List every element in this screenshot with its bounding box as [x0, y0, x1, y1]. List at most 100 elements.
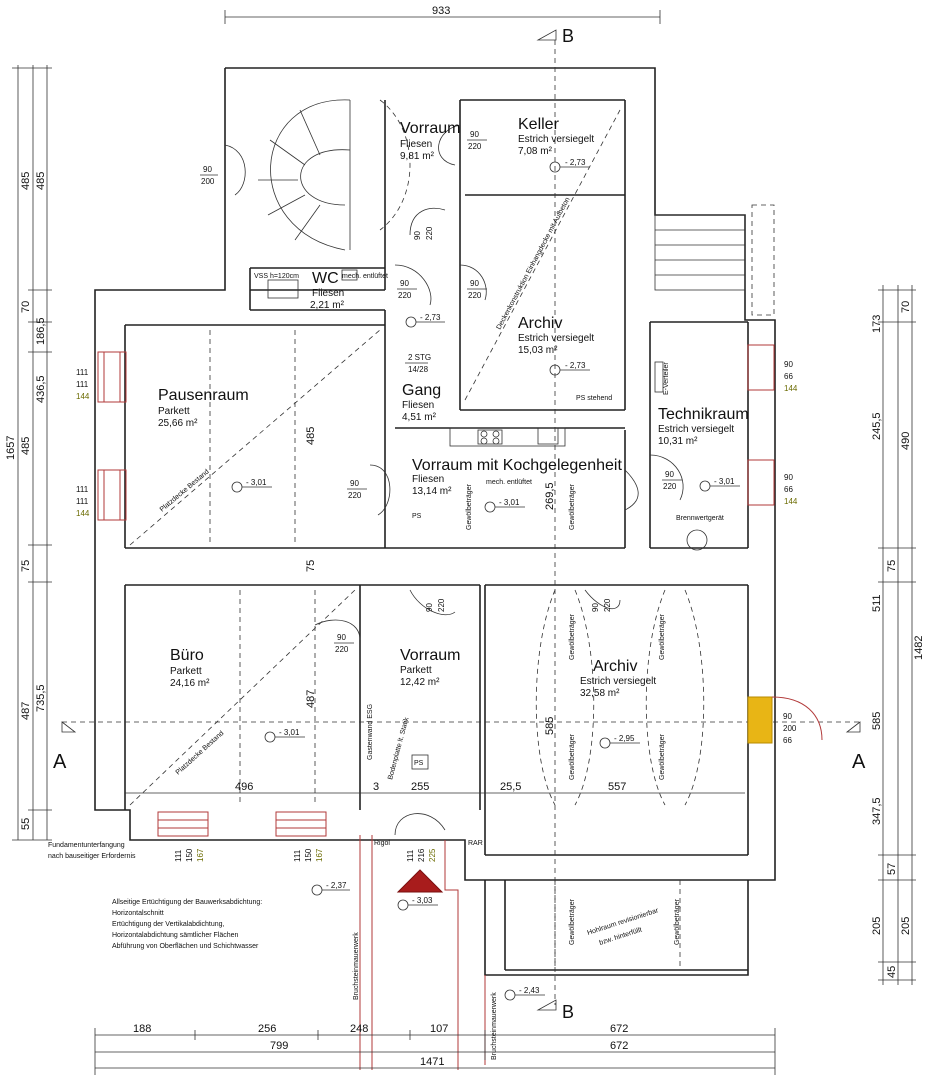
room-floor: Estrich versiegelt: [518, 333, 594, 344]
brennwert-label: Brennwertgerät: [676, 515, 724, 522]
dim-557: 557: [608, 781, 626, 793]
windows: [97, 344, 823, 1070]
dim-left-a1: 485: [35, 172, 47, 190]
room-floor: Estrich versiegelt: [518, 134, 594, 145]
room-vorraum-koch: Vorraum mit Kochgelegenheit Fliesen 13,1…: [412, 457, 622, 497]
svg-text:Ertüchtigung der Vertikalabdic: Ertüchtigung der Vertikalabdichtung,: [112, 921, 225, 928]
right-dimensions: [878, 285, 916, 985]
dim-left-b4: 75: [20, 560, 32, 572]
svg-text:90: 90: [665, 470, 674, 479]
room-floor: Fliesen: [412, 474, 444, 485]
dim-right-outer: 1482: [913, 636, 925, 660]
room-name: Gang: [402, 382, 441, 399]
dim-right-8: 57: [886, 863, 898, 875]
dim-left-a0: 485: [20, 172, 32, 190]
svg-text:90: 90: [784, 360, 793, 369]
everteiler-label: E-Verteiler: [663, 362, 670, 395]
room-area: 9,81 m²: [400, 151, 435, 162]
svg-text:200: 200: [783, 724, 797, 733]
bruchstein-label-1: Bruchsteinmauerwerk: [353, 932, 360, 1000]
room-floor: Parkett: [158, 406, 190, 417]
dim-585: 585: [544, 717, 556, 735]
dim-right-5: 511: [871, 594, 883, 612]
room-name: WC: [312, 270, 339, 287]
dim-485: 485: [305, 427, 317, 445]
room-name: Vorraum mit Kochgelegenheit: [412, 457, 622, 474]
level-markers: - 2,73 - 2,73 - 2,73 - 3,01 - 3,01 - 3,0…: [231, 158, 740, 1001]
dim-right-1: 173: [871, 315, 883, 333]
room-vorraum-top: Vorraum Fliesen 9,81 m²: [400, 120, 460, 162]
sealing-note: Allseitige Ertüchtigung der Bauwerksabdi…: [112, 899, 262, 950]
room-area: 10,31 m²: [658, 436, 698, 447]
dim-487: 487: [305, 690, 317, 708]
level-marker: - 3,01: [699, 477, 740, 492]
svg-text:90: 90: [470, 279, 479, 288]
left-dimensions: [12, 65, 52, 841]
svg-text:200: 200: [201, 177, 215, 186]
dim-right-3: 490: [900, 432, 912, 450]
room-vorraum-mid: Vorraum Parkett 12,42 m²: [400, 647, 460, 688]
room-floor: Parkett: [170, 666, 202, 677]
room-buero: Büro Parkett 24,16 m²: [170, 647, 210, 689]
room-name: Büro: [170, 647, 204, 664]
window-label: 111 111 144: [76, 485, 90, 518]
gastenwand-label: Gastenwand ESG: [367, 704, 374, 760]
room-name: Vorraum: [400, 647, 460, 664]
svg-text:66: 66: [783, 736, 792, 745]
room-area: 7,08 m²: [518, 146, 553, 157]
room-floor: Estrich versiegelt: [658, 424, 734, 435]
room-area: 13,14 m²: [412, 486, 452, 497]
ps-label-1: PS: [412, 513, 422, 520]
koch-note: mech. entlüftet: [486, 479, 532, 486]
level-marker: - 2,95: [599, 734, 640, 749]
room-technikraum: Technikraum Estrich versiegelt 10,31 m²: [658, 406, 749, 447]
top-dimension: 933: [224, 5, 661, 24]
dim-bottom-r1-2: 248: [350, 1023, 368, 1035]
room-gang: Gang Fliesen 4,51 m²: [402, 382, 441, 423]
svg-text:90: 90: [784, 473, 793, 482]
room-area: 32,58 m²: [580, 688, 620, 699]
dim-bottom-r1-4: 672: [610, 1023, 628, 1035]
door-label-v2: 220: [425, 226, 434, 240]
svg-text:90: 90: [337, 633, 346, 642]
svg-text:2 STG: 2 STG: [408, 353, 431, 362]
wc-note: mech. entlüftet: [342, 273, 388, 280]
room-name: Pausenraum: [158, 387, 249, 404]
walls: [94, 67, 776, 976]
window-w6-c: 167: [315, 848, 324, 862]
svg-text:Abführung von Oberflächen und: Abführung von Oberflächen und Schichtwas…: [112, 943, 259, 950]
door-label-v5: 90: [591, 603, 600, 612]
svg-text:111: 111: [76, 380, 89, 389]
ps-stehend-label: PS stehend: [576, 395, 612, 402]
dim-right-7: 347,5: [871, 797, 883, 825]
door-label-v1: 90: [413, 231, 422, 240]
kitchen-fixtures: [267, 269, 708, 770]
svg-text:220: 220: [335, 645, 349, 654]
rigol-label: Rigol: [374, 840, 390, 847]
deckenkonst-label: Deckenkonstruktion Einhangdecke mit Aufb…: [496, 196, 572, 331]
dim-bottom-r1-0: 188: [133, 1023, 151, 1035]
bodenplatte-label: Bodenplatte lt. Statik: [387, 716, 411, 780]
svg-text:220: 220: [398, 291, 412, 300]
doors: [224, 124, 684, 836]
dim-bottom-r1-3: 107: [430, 1023, 448, 1035]
svg-text:144: 144: [784, 497, 798, 506]
window-w7-a: 111: [406, 849, 415, 862]
room-floor: Fliesen: [400, 139, 432, 150]
svg-text:- 3,03: - 3,03: [412, 896, 433, 905]
room-wc: VSS h=120cm WC mech. entlüftet Fliesen 2…: [254, 270, 388, 311]
svg-text:220: 220: [348, 491, 362, 500]
room-name: Archiv: [518, 315, 562, 332]
svg-text:Allseitige Ertüchtigung der Ba: Allseitige Ertüchtigung der Bauwerksabdi…: [112, 899, 262, 906]
svg-text:- 2,73: - 2,73: [565, 158, 586, 167]
svg-text:90: 90: [783, 712, 792, 721]
room-keller: Keller Estrich versiegelt 7,08 m²: [518, 116, 594, 157]
window-w6-a: 111: [293, 849, 302, 862]
window-w5-b: 150: [185, 848, 194, 862]
level-marker: - 2,37: [311, 881, 350, 896]
